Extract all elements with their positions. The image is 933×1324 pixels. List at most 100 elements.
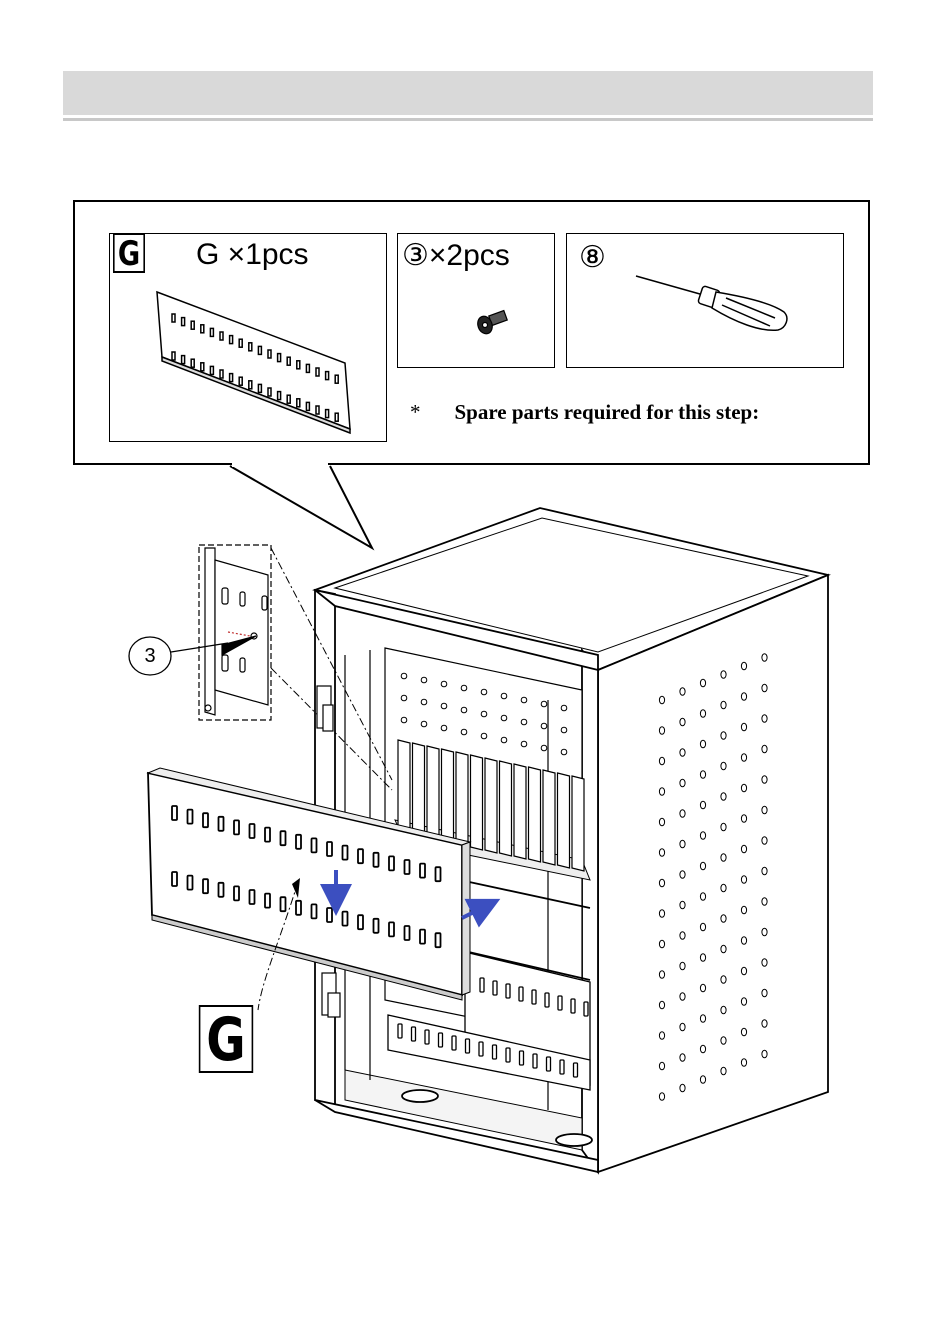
panel-slot — [287, 357, 290, 365]
panel-callout-letter-tag: G — [199, 1005, 253, 1073]
panel-slot — [297, 399, 300, 407]
device-divider — [413, 743, 425, 838]
side-hole — [721, 762, 726, 770]
panel-slot — [420, 864, 425, 878]
device-divider — [456, 752, 468, 847]
side-hole — [721, 1037, 726, 1045]
panel-slot — [425, 1030, 429, 1044]
panel-slot — [316, 406, 319, 414]
panel-slot — [439, 1033, 443, 1047]
panel-slot — [230, 374, 233, 382]
side-hole — [721, 701, 726, 709]
panel-slot — [250, 890, 255, 904]
side-hole — [680, 718, 685, 726]
panel-slot — [249, 381, 252, 389]
panel-slot — [219, 883, 224, 897]
side-hole — [762, 776, 767, 784]
panel-slot — [258, 384, 261, 392]
side-hole — [680, 688, 685, 696]
panel-slot — [480, 978, 484, 992]
panel-slot — [203, 879, 208, 893]
device-divider — [427, 746, 439, 841]
side-hole — [741, 784, 746, 792]
device-divider — [514, 764, 526, 859]
panel-slot — [219, 817, 224, 831]
device-divider — [485, 758, 497, 853]
back-hole — [401, 695, 407, 701]
side-hole — [741, 754, 746, 762]
back-hole — [421, 721, 427, 727]
back-hole — [481, 733, 487, 739]
side-hole — [680, 749, 685, 757]
device-divider — [442, 749, 454, 844]
panel-slot — [191, 359, 194, 367]
back-hole — [461, 707, 467, 713]
side-hole — [741, 1028, 746, 1036]
panel-slot — [405, 860, 410, 874]
device-divider — [543, 770, 555, 865]
panel-slot — [326, 372, 329, 380]
panel-slot — [493, 1045, 497, 1059]
back-hole — [521, 719, 527, 725]
side-hole — [680, 932, 685, 940]
panel-slot — [374, 919, 379, 933]
side-hole — [741, 998, 746, 1006]
side-hole — [659, 788, 664, 796]
side-hole — [700, 984, 705, 992]
side-hole — [721, 1067, 726, 1075]
side-hole — [659, 757, 664, 765]
panel-slot — [234, 820, 239, 834]
panel-slot — [374, 853, 379, 867]
back-hole — [501, 693, 507, 699]
side-hole — [762, 959, 767, 967]
back-hole — [401, 673, 407, 679]
panel-slot — [436, 933, 441, 947]
side-hole — [659, 1062, 664, 1070]
panel-slot — [265, 828, 270, 842]
back-hole — [561, 727, 567, 733]
panel-slot — [220, 370, 223, 378]
side-hole — [721, 732, 726, 740]
side-hole — [700, 710, 705, 718]
panel-slot — [220, 332, 223, 340]
side-hole — [700, 740, 705, 748]
side-hole — [721, 854, 726, 862]
panel-slot — [358, 849, 363, 863]
panel-slot — [201, 363, 204, 371]
panel-slot — [506, 984, 510, 998]
panel-slot — [335, 413, 338, 421]
panel-slot — [389, 856, 394, 870]
panel-slot — [239, 339, 242, 347]
device-divider — [572, 776, 584, 871]
panel-slot — [188, 876, 193, 890]
panel-slot — [297, 361, 300, 369]
panel-slot — [547, 1057, 551, 1071]
side-hole — [741, 1059, 746, 1067]
side-hole — [721, 793, 726, 801]
panel-slot — [452, 1036, 456, 1050]
panel-slot — [520, 1051, 524, 1065]
panel-slot — [268, 388, 271, 396]
panel-slot — [230, 336, 233, 344]
panel-slot — [493, 981, 497, 995]
back-hole — [421, 677, 427, 683]
panel-slot — [358, 915, 363, 929]
side-hole — [659, 1093, 664, 1101]
side-hole — [762, 1020, 767, 1028]
side-hole — [659, 971, 664, 979]
panel-slot — [335, 375, 338, 383]
side-hole — [680, 871, 685, 879]
side-hole — [700, 893, 705, 901]
device-divider — [558, 773, 570, 868]
panel-slot — [278, 354, 281, 362]
side-hole — [762, 898, 767, 906]
side-hole — [659, 727, 664, 735]
back-hole — [461, 685, 467, 691]
panel-slot — [188, 810, 193, 824]
side-hole — [721, 1006, 726, 1014]
panel-slot — [574, 1063, 578, 1077]
panel-slot — [584, 1002, 588, 1016]
side-hole — [762, 1050, 767, 1058]
panel-slot — [327, 842, 332, 856]
side-hole — [741, 876, 746, 884]
